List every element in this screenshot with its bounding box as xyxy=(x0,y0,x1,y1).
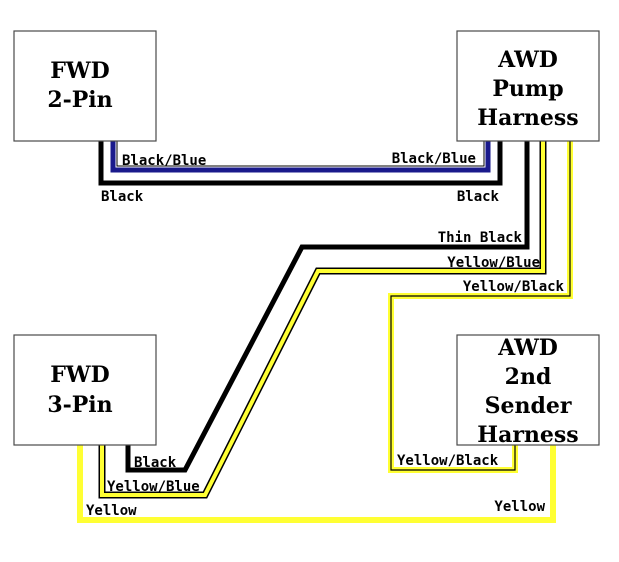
label-yellow-left: Yellow xyxy=(86,503,137,519)
awd-pump-line-2: Pump xyxy=(492,76,563,102)
fwd-2pin-line-2: 2-Pin xyxy=(47,87,112,113)
awd-pump-harness-box: AWD Pump Harness xyxy=(456,30,600,142)
label-yellow-right: Yellow xyxy=(494,499,545,515)
wire-yellow-black xyxy=(388,140,573,473)
label-yellow-blue-top: Yellow/Blue xyxy=(447,255,540,271)
label-yellow-blue-bottom: Yellow/Blue xyxy=(107,479,200,495)
awd-pump-line-3: Harness xyxy=(477,105,578,131)
awd-sender-line-2: 2nd xyxy=(505,364,552,390)
label-black-blue-right: Black/Blue xyxy=(392,151,476,167)
fwd-3pin-line-2: 3-Pin xyxy=(47,392,112,418)
wire-thin-black xyxy=(125,140,530,473)
fwd-2pin-box: FWD 2-Pin xyxy=(13,30,157,142)
label-black-right: Black xyxy=(457,189,500,205)
fwd-2pin-line-1: FWD xyxy=(50,58,109,84)
fwd-3pin-line-1: FWD xyxy=(50,362,109,388)
awd-2nd-sender-harness-box: AWD 2nd Sender Harness xyxy=(456,334,600,448)
fwd-3pin-box: FWD 3-Pin xyxy=(13,334,157,446)
label-yellow-black-bottom: Yellow/Black xyxy=(397,453,499,469)
awd-sender-line-1: AWD xyxy=(497,335,558,361)
wire-yellow-blue xyxy=(98,140,547,499)
label-black-left: Black xyxy=(101,189,144,205)
wire-black xyxy=(98,140,503,186)
awd-pump-line-1: AWD xyxy=(497,47,558,73)
wire-black-blue xyxy=(110,140,491,173)
label-black-blue-left: Black/Blue xyxy=(122,153,206,169)
label-black-bottom: Black xyxy=(134,455,177,471)
label-yellow-black-top: Yellow/Black xyxy=(463,279,565,295)
label-thin-black: Thin Black xyxy=(438,230,523,246)
wire-yellow xyxy=(77,445,556,523)
awd-sender-line-4: Harness xyxy=(477,422,578,448)
awd-sender-line-3: Sender xyxy=(485,393,572,419)
